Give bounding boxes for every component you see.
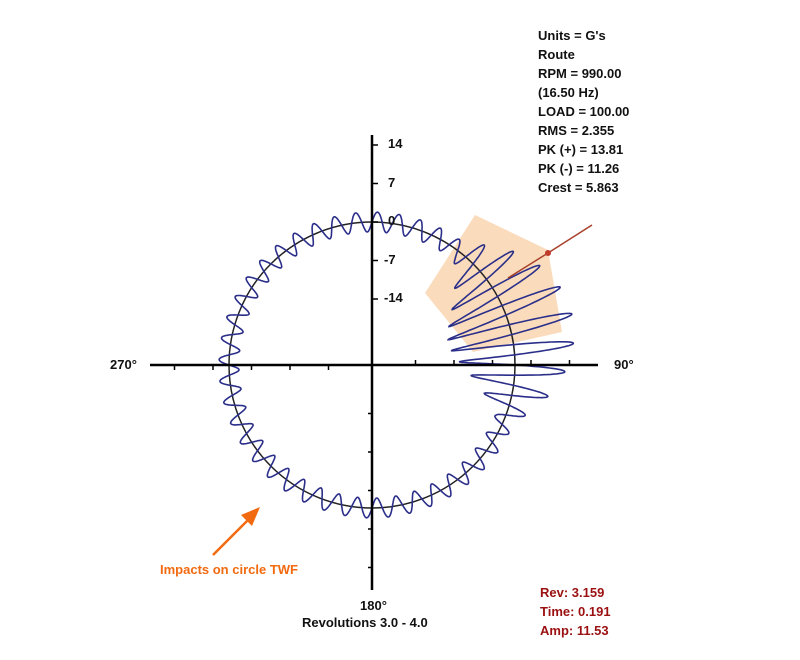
readout-amp: Amp: 11.53 <box>540 623 609 638</box>
cursor-line-inner <box>507 252 549 279</box>
tick-label-14: 14 <box>388 136 403 151</box>
info-units: Units = G's <box>538 28 606 43</box>
impact-highlight-region <box>425 215 562 352</box>
annotation-arrow-head <box>241 507 260 526</box>
tick-label-7: 7 <box>388 175 396 190</box>
cursor-readout: Rev: 3.159 Time: 0.191 Amp: 11.53 <box>540 583 611 640</box>
statistics-panel: Units = G's Route RPM = 990.00 (16.50 Hz… <box>538 26 629 197</box>
impacts-annotation: Impacts on circle TWF <box>160 562 298 577</box>
readout-rev: Rev: 3.159 <box>540 585 605 600</box>
x-axis-label: Revolutions 3.0 - 4.0 <box>302 615 428 630</box>
angle-label-270: 270° <box>110 357 137 372</box>
info-crest: Crest = 5.863 <box>538 180 619 195</box>
annotation-arrow <box>212 517 251 556</box>
info-pk-pos: PK (+) = 13.81 <box>538 142 624 157</box>
tick-label-neg14: -14 <box>384 290 403 305</box>
info-rpm: RPM = 990.00 <box>538 66 622 81</box>
readout-time: Time: 0.191 <box>540 604 611 619</box>
cursor-marker <box>545 250 551 256</box>
tick-label-neg7: -7 <box>384 252 396 267</box>
info-load: LOAD = 100.00 <box>538 104 630 119</box>
info-pk-neg: PK (-) = 11.26 <box>538 161 620 176</box>
angle-label-180: 180° <box>360 598 387 613</box>
info-rms: RMS = 2.355 <box>538 123 615 138</box>
info-hz: (16.50 Hz) <box>538 85 599 100</box>
info-route: Route <box>538 47 575 62</box>
angle-label-90: 90° <box>614 357 634 372</box>
tick-label-0: 0 <box>388 213 396 228</box>
cursor-line <box>547 224 593 254</box>
